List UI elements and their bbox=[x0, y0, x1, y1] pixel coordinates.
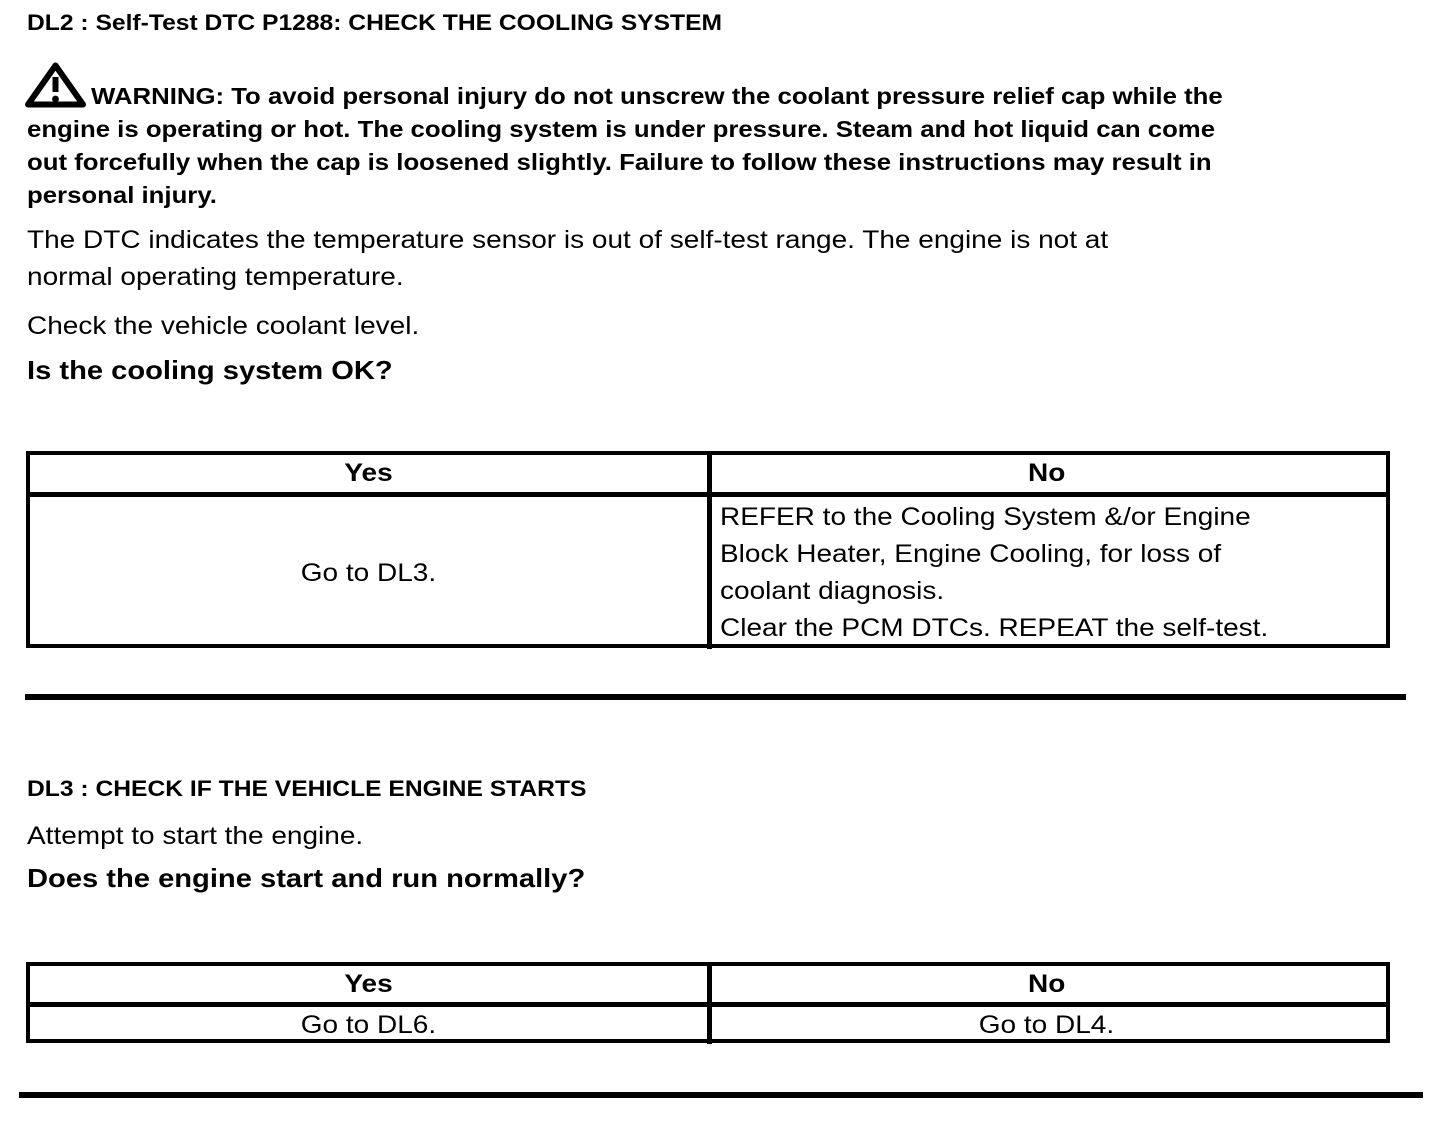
dl2-no-action-line: Clear the PCM DTCs. REPEAT the self-test… bbox=[720, 610, 1381, 647]
dl2-no-action-line-text: Block Heater, Engine Cooling, for loss o… bbox=[720, 540, 1222, 568]
dtc-note-line-text: The DTC indicates the temperature sensor… bbox=[27, 226, 1109, 254]
warning-line-text: WARNING: To avoid personal injury do not… bbox=[91, 83, 1223, 109]
dl2-question-text: Is the cooling system OK? bbox=[27, 355, 393, 385]
check-step-line: Check the vehicle coolant level. bbox=[27, 308, 419, 345]
dl2-table-header-no: No bbox=[707, 455, 1381, 492]
section-divider bbox=[25, 694, 1406, 700]
section-dl2-title-text: DL2 : Self-Test DTC P1288: CHECK THE COO… bbox=[27, 10, 723, 35]
dl2-no-action-line: coolant diagnosis. bbox=[720, 573, 1381, 610]
dl3-no-action-cell: Go to DL4. bbox=[707, 1007, 1381, 1044]
dl3-yes-action-text: Go to DL6. bbox=[300, 1011, 437, 1039]
dl3-table-header-yes: Yes bbox=[30, 966, 707, 1002]
dl2-header-yes-text: Yes bbox=[344, 459, 393, 487]
check-step-paragraph: Check the vehicle coolant level. bbox=[27, 308, 419, 345]
warning-line: out forcefully when the cap is loosened … bbox=[27, 146, 1212, 179]
dl2-yes-action-text: Go to DL3. bbox=[300, 558, 437, 587]
dl3-table-header-row: Yes No bbox=[30, 966, 1386, 1007]
start-step-text: Attempt to start the engine. bbox=[27, 822, 364, 850]
dl3-table-body-row: Go to DL6. Go to DL4. bbox=[30, 1007, 1386, 1044]
dl2-no-action-line: Block Heater, Engine Cooling, for loss o… bbox=[720, 536, 1381, 573]
warning-block: WARNING: To avoid personal injury do not… bbox=[25, 62, 1223, 212]
dtc-note-line-text: normal operating temperature. bbox=[27, 263, 404, 291]
dl2-no-action-line-text: coolant diagnosis. bbox=[720, 577, 945, 605]
section-dl3-title: DL3 : CHECK IF THE VEHICLE ENGINE STARTS bbox=[27, 776, 586, 802]
dtc-note-line: normal operating temperature. bbox=[27, 259, 992, 296]
dtc-note-line: The DTC indicates the temperature sensor… bbox=[27, 222, 1108, 259]
page-bottom-rule bbox=[19, 1092, 1423, 1098]
warning-line: personal injury. bbox=[27, 179, 1101, 212]
dl2-yes-action-cell: Go to DL3. bbox=[30, 497, 707, 649]
dl2-question: Is the cooling system OK? bbox=[27, 352, 393, 389]
warning-line-text: engine is operating or hot. The cooling … bbox=[27, 116, 1216, 142]
section-dl3-title-text: DL3 : CHECK IF THE VEHICLE ENGINE STARTS bbox=[27, 776, 587, 801]
dl2-no-action-line-text: Clear the PCM DTCs. REPEAT the self-test… bbox=[720, 614, 1269, 642]
dl2-table-body-row: Go to DL3. REFER to the Cooling System &… bbox=[30, 497, 1386, 649]
dl3-header-yes-text: Yes bbox=[344, 969, 393, 998]
dl2-decision-table: Yes No Go to DL3. REFER to the Cooling S… bbox=[26, 451, 1390, 649]
warning-line: WARNING: To avoid personal injury do not… bbox=[27, 80, 1223, 113]
check-step-text: Check the vehicle coolant level. bbox=[27, 312, 420, 340]
dl2-table-header-row: Yes No bbox=[30, 455, 1386, 497]
section-dl2-title: DL2 : Self-Test DTC P1288: CHECK THE COO… bbox=[27, 10, 722, 36]
start-step-line: Attempt to start the engine. bbox=[27, 818, 363, 855]
dl2-no-action-cell: REFER to the Cooling System &/or Engine … bbox=[707, 497, 1381, 649]
dl3-yes-action-cell: Go to DL6. bbox=[30, 1007, 707, 1044]
dtc-note-paragraph: The DTC indicates the temperature sensor… bbox=[27, 222, 1108, 296]
dl3-header-no-text: No bbox=[1027, 969, 1066, 998]
dl2-no-action-line-text: REFER to the Cooling System &/or Engine bbox=[720, 503, 1251, 531]
warning-line-text: out forcefully when the cap is loosened … bbox=[27, 149, 1212, 175]
dl3-table-header-no: No bbox=[707, 966, 1381, 1002]
dl3-decision-table: Yes No Go to DL6. Go to DL4. bbox=[26, 962, 1390, 1044]
dl2-header-no-text: No bbox=[1027, 459, 1066, 487]
dl3-no-action-text: Go to DL4. bbox=[978, 1011, 1115, 1039]
dl2-no-action-line: REFER to the Cooling System &/or Engine bbox=[720, 499, 1381, 536]
warning-triangle-icon bbox=[24, 61, 87, 109]
dl2-table-header-yes: Yes bbox=[30, 455, 707, 492]
warning-line-text: personal injury. bbox=[27, 182, 217, 208]
dl3-question-text: Does the engine start and run normally? bbox=[27, 863, 586, 893]
warning-line: engine is operating or hot. The cooling … bbox=[27, 113, 1215, 146]
start-step-paragraph: Attempt to start the engine. bbox=[27, 818, 363, 855]
dl3-question: Does the engine start and run normally? bbox=[27, 860, 585, 897]
